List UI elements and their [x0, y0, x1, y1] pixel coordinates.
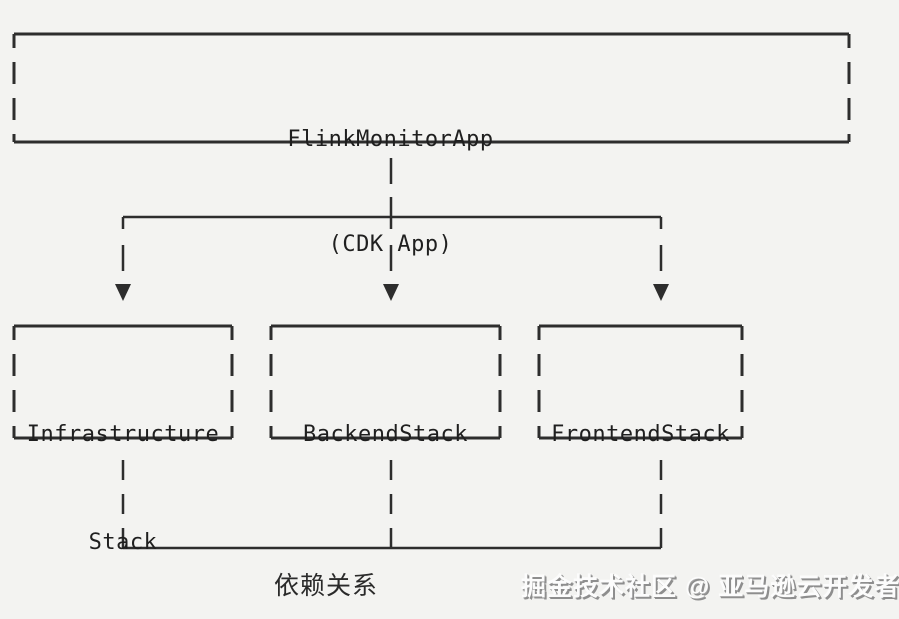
infrastructure-stack-border	[12, 324, 234, 440]
frontend-stack-label-line1: FrontendStack	[551, 422, 730, 447]
arrow-down-icon	[383, 284, 399, 301]
root-box-title: FlinkMonitorApp	[287, 127, 494, 152]
backend-stack-border	[269, 324, 502, 440]
backend-stack-label-line1: BackendStack	[303, 422, 468, 447]
infrastructure-stack-label-line1: Infrastructure	[26, 422, 220, 447]
branch-drop-lines	[121, 217, 663, 279]
backend-stack-box: BackendStack	[271, 345, 500, 597]
dependency-caption: 依赖关系	[273, 572, 378, 600]
root-box-border	[12, 32, 851, 144]
frontend-stack-box: FrontendStack	[539, 345, 742, 597]
infrastructure-stack-box: Infrastructure Stack	[14, 345, 232, 619]
watermark-text: 掘金技术社区 @ 亚马逊云开发者	[521, 573, 899, 601]
frontend-stack-border	[537, 324, 744, 440]
root-box: FlinkMonitorApp (CDK App)	[14, 52, 767, 332]
arrow-down-icon	[653, 284, 669, 301]
dependency-drop-lines	[121, 460, 663, 548]
arrow-down-icon	[115, 284, 131, 301]
root-box-subtitle: (CDK App)	[328, 232, 453, 257]
infrastructure-stack-label-line2: Stack	[88, 530, 158, 555]
